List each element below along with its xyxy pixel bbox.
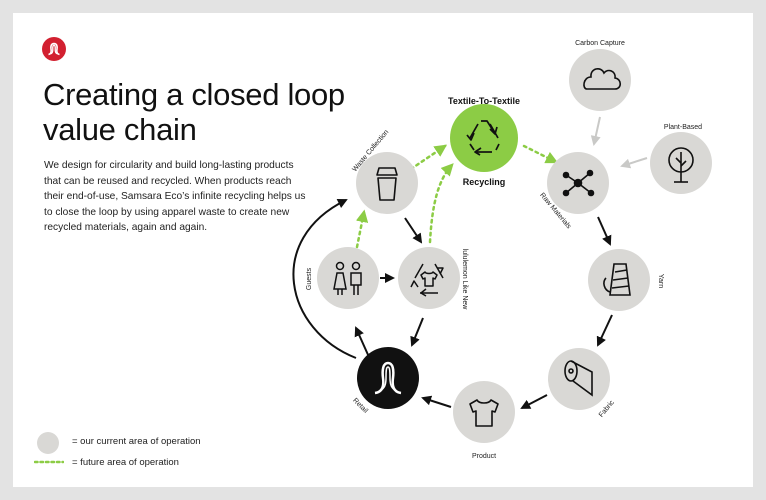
node-label-bottom: Recycling: [463, 177, 506, 187]
node-label: Carbon Capture: [575, 40, 625, 47]
node-label: Product: [472, 453, 496, 460]
node-like-new: lululemon Like New: [398, 247, 468, 310]
fabric-roll-icon: [564, 360, 593, 397]
molecule-icon: [562, 169, 595, 197]
cloud-icon: [583, 68, 622, 90]
node-label: lululemon Like New: [461, 249, 468, 311]
tree-icon: [668, 147, 694, 183]
future-arrows: [355, 144, 559, 249]
node-plant-based: Plant-Based: [650, 124, 712, 194]
lululemon-logo-icon: [374, 361, 402, 395]
node-textile-recycling: Textile-To-Textile Recycling: [448, 96, 520, 187]
people-icon: [333, 261, 362, 295]
description-text: We design for circularity and build long…: [44, 160, 306, 233]
legend-future-swatch: [34, 460, 64, 464]
yarn-spool-icon: [603, 263, 631, 296]
node-retail: Retail: [351, 347, 419, 415]
node-label: Yarn: [657, 274, 664, 288]
trash-bin-icon: [376, 167, 398, 201]
legend-current-label: = our current area of operation: [72, 436, 201, 447]
node-label: Fabric: [598, 399, 616, 419]
tshirt-icon: [469, 399, 499, 427]
node-product: Product: [453, 381, 515, 460]
node-yarn: Yarn: [588, 249, 664, 311]
node-fabric: Fabric: [548, 348, 616, 419]
recycle-icon: [466, 120, 500, 156]
legend-future-label: = future area of operation: [72, 457, 179, 468]
node-waste-collection: Waste Collection: [351, 129, 418, 214]
legend-current-swatch: [37, 432, 59, 454]
node-label-top: Textile-To-Textile: [448, 96, 520, 106]
flow-arrows: [292, 199, 613, 409]
node-raw-materials: Raw Materials: [538, 152, 609, 231]
lululemon-logo-icon: [42, 37, 66, 61]
node-guests: Guests: [306, 247, 379, 309]
node-label: Guests: [306, 267, 313, 290]
page-title: Creating a closed loop value chain: [43, 77, 345, 147]
input-arrows: [590, 116, 648, 169]
node-label: Plant-Based: [664, 124, 702, 131]
node-carbon-capture: Carbon Capture: [569, 40, 631, 111]
recycle-shirt-icon: [410, 263, 444, 297]
